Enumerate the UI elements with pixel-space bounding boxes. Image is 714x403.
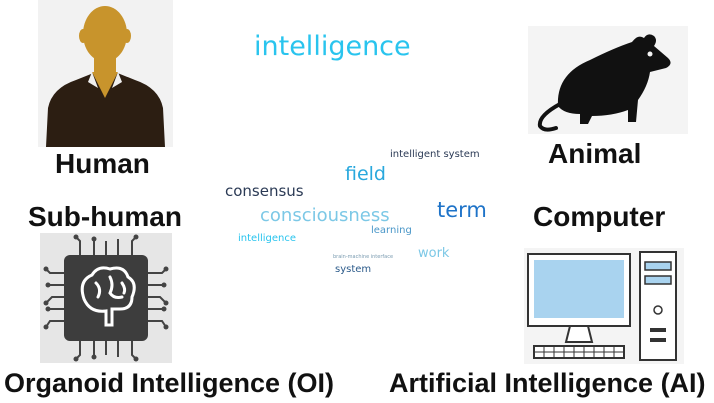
word-intelligence-title: intelligence	[254, 31, 411, 62]
sub-human-label: Sub-human	[28, 201, 182, 232]
human-label: Human	[55, 148, 150, 179]
word-field: field	[345, 163, 386, 185]
word-consciousness: consciousness	[260, 205, 390, 226]
word-work: work	[418, 246, 450, 261]
human-icon	[38, 0, 173, 147]
rat-icon	[528, 26, 688, 134]
word-term: term	[437, 198, 487, 222]
desktop-computer-icon	[524, 248, 684, 364]
word-intelligent-system: intelligent system	[390, 149, 480, 160]
word-learning: learning	[371, 225, 412, 236]
artificial-intelligence-label: Artificial Intelligence (AI)	[389, 368, 706, 398]
word-system: system	[335, 264, 372, 275]
animal-label: Animal	[548, 138, 642, 169]
word-consensus: consensus	[225, 182, 304, 200]
word-intelligence-small: intelligence	[238, 233, 297, 244]
organoid-intelligence-label: Organoid Intelligence (OI)	[4, 368, 335, 398]
computer-label: Computer	[533, 201, 666, 232]
word-brain-machine-interface: brain-machine interface	[333, 254, 394, 260]
brain-chip-icon	[40, 233, 172, 363]
